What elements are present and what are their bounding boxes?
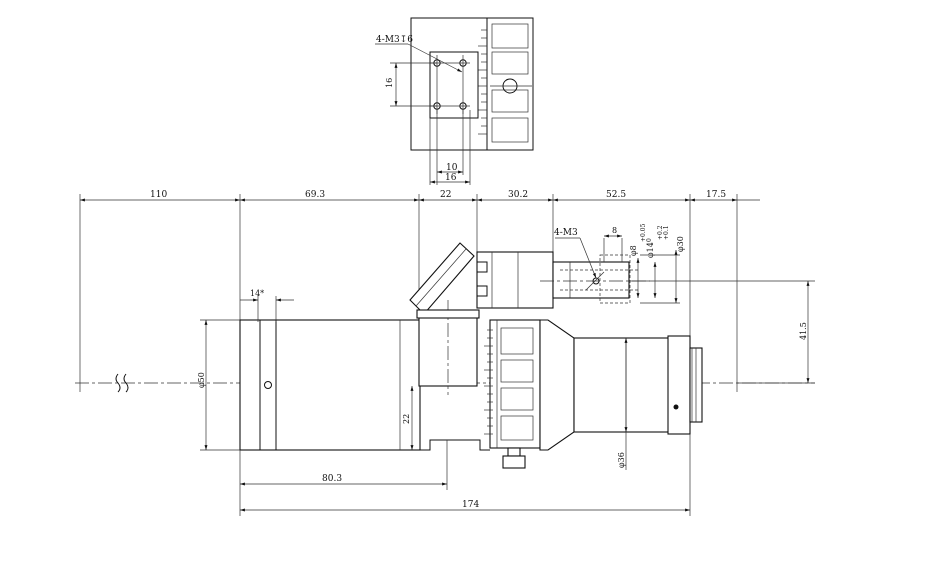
port-annotations: 4-M3 8 φ8 +0.050 φ14 +0.2+0.1 φ30 14* <box>240 223 685 322</box>
dim-174: 174 <box>462 500 479 510</box>
main-barrel <box>239 319 421 451</box>
thread-label: 4-M3↧6 <box>376 35 413 45</box>
label-8: 8 <box>612 226 617 235</box>
label-14-star: 14* <box>250 289 264 298</box>
dim-phi36: φ36 <box>617 452 626 468</box>
label-phi8-tol: +0.050 <box>640 223 653 242</box>
dim-phi50: φ50 <box>197 372 206 388</box>
dim-30-2: 30.2 <box>508 190 528 200</box>
dim-22-top: 22 <box>440 190 451 200</box>
focus-ticks <box>484 329 493 435</box>
dim-17-5: 17.5 <box>706 190 726 200</box>
label-phi30: φ30 <box>676 236 685 252</box>
front-ring <box>667 335 691 435</box>
beam-splitter-mirror <box>409 242 475 315</box>
dim-16-bottom: 16 <box>445 173 457 183</box>
break-symbol-1 <box>115 373 121 393</box>
label-phi14-tol: +0.2+0.1 <box>657 225 670 240</box>
label-4-m3: 4-M3 <box>554 228 578 238</box>
side-dimensions: φ50 22 φ36 41.5 80.3 174 <box>197 280 815 516</box>
break-symbol-2 <box>123 373 129 393</box>
side-view <box>75 242 815 469</box>
top-view: 4-M3↧6 16 10 16 <box>375 17 534 185</box>
focus-ring <box>489 319 541 449</box>
dim-16-vertical: 16 <box>385 78 394 88</box>
dim-41-5: 41.5 <box>799 322 808 340</box>
dim-80-3: 80.3 <box>322 474 342 484</box>
dim-10: 10 <box>446 163 458 173</box>
port-flange <box>552 261 630 299</box>
side-port <box>476 251 554 309</box>
dim-69-3: 69.3 <box>305 190 325 200</box>
label-phi14: φ14 <box>646 242 655 258</box>
lock-screw <box>502 455 526 469</box>
front-barrel <box>573 337 671 433</box>
dim-110: 110 <box>150 190 167 200</box>
dim-22-vertical: 22 <box>402 414 411 424</box>
scale-ticks <box>478 29 487 135</box>
label-phi8: φ8 <box>629 245 638 256</box>
dim-52-5: 52.5 <box>606 190 626 200</box>
top-dimensions: 110 69.3 22 30.2 52.5 17.5 <box>79 190 760 392</box>
